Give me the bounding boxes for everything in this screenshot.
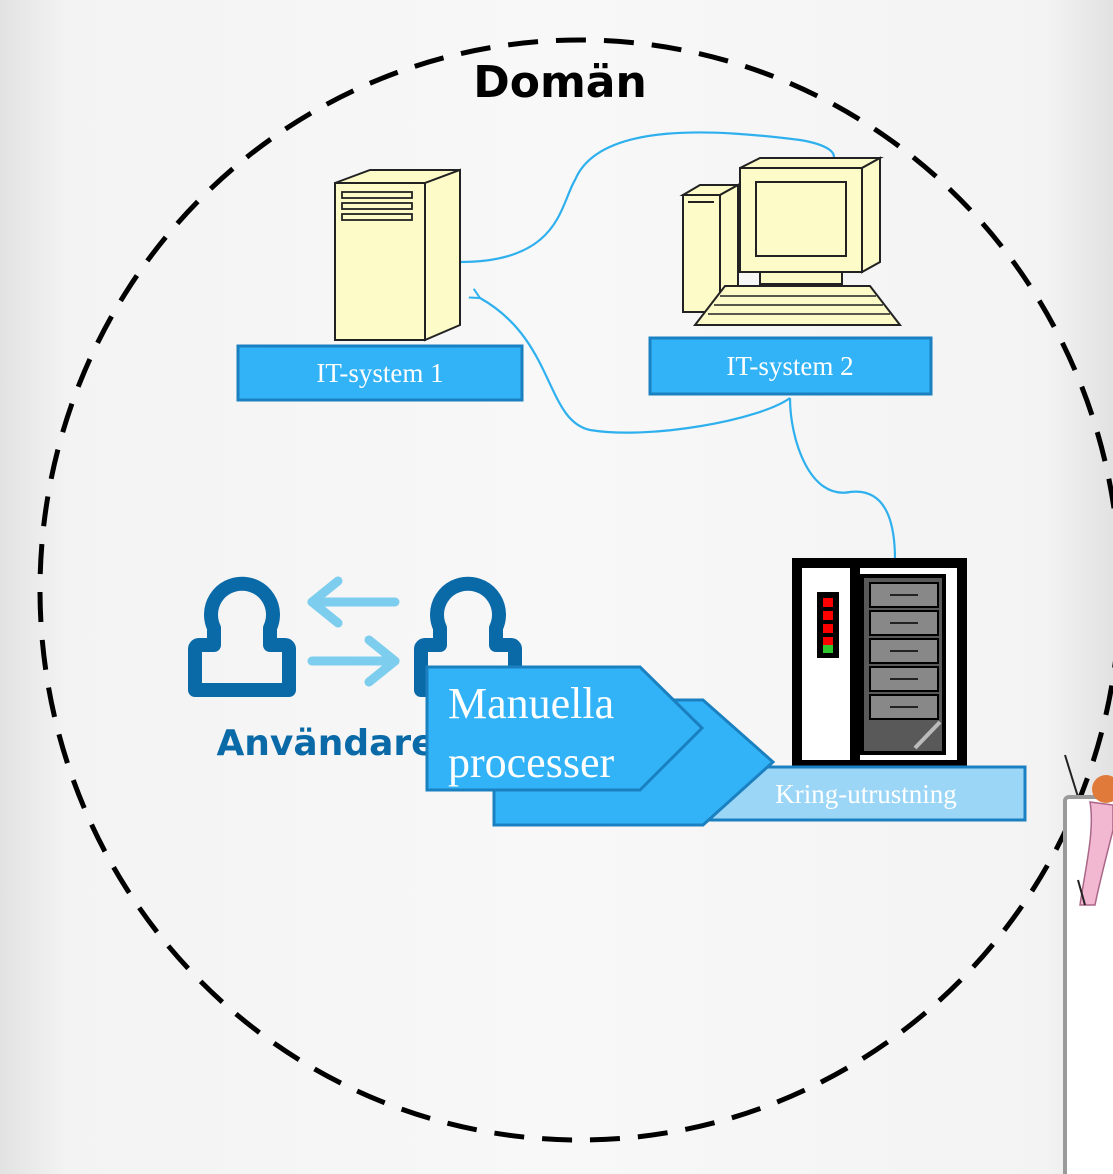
users-label: Användare <box>216 723 435 764</box>
user-icon <box>414 576 522 697</box>
process-label-line2: processer <box>448 738 614 787</box>
it-system-1-label: IT-system 1 <box>316 358 443 388</box>
peripheral-label: Kring-utrustning <box>775 779 957 809</box>
users-group: Användare <box>188 576 522 764</box>
connectors <box>459 131 897 561</box>
it-system-2-box: IT-system 2 <box>648 336 933 396</box>
connector-it2-to-peripheral <box>788 397 897 561</box>
swap-arrows-icon <box>307 576 400 687</box>
domain-title: Domän <box>473 57 647 108</box>
manual-processes: Manuella processer <box>425 665 776 827</box>
peripheral-box: Kring-utrustning <box>705 765 1027 822</box>
it-system-2-label: IT-system 2 <box>726 351 853 381</box>
domain-boundary <box>37 37 1113 1143</box>
server-rack-icon <box>792 558 967 770</box>
it-system-1-box: IT-system 1 <box>236 344 524 402</box>
person-clipart-icon <box>1063 754 1113 1174</box>
user-icon <box>188 576 296 697</box>
process-shape-front <box>425 665 705 792</box>
process-label-line1: Manuella <box>448 679 614 728</box>
connector-it2-to-it1 <box>480 298 791 434</box>
server-tower-icon <box>334 168 461 342</box>
desktop-computer-icon <box>679 156 903 326</box>
connector-it1-to-it2 <box>459 131 835 264</box>
